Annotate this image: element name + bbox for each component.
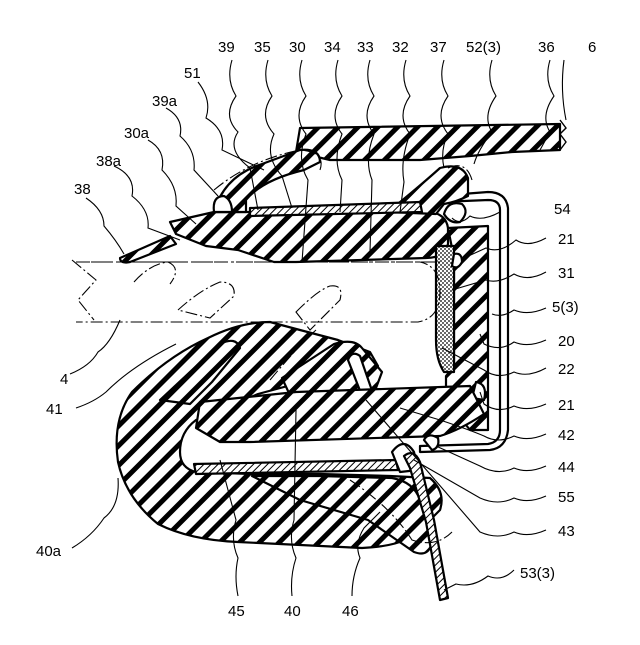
label-31: 31	[558, 265, 575, 282]
label-44: 44	[558, 459, 575, 476]
label-39a: 39a	[152, 93, 178, 110]
label-43: 43	[558, 523, 575, 540]
label-30: 30	[289, 39, 306, 56]
label-32: 32	[392, 39, 409, 56]
label-21-upper: 21	[558, 231, 575, 248]
label-37: 37	[430, 39, 447, 56]
label-22: 22	[558, 361, 575, 378]
label-45: 45	[228, 603, 245, 620]
label-54: 54	[554, 201, 571, 218]
label-40: 40	[284, 603, 301, 620]
label-38: 38	[74, 181, 91, 198]
label-36: 36	[538, 39, 555, 56]
label-55: 55	[558, 489, 575, 506]
label-4: 4	[60, 371, 68, 388]
label-53: 53(3)	[520, 565, 555, 582]
label-6: 6	[588, 39, 596, 56]
label-5: 5(3)	[552, 299, 579, 316]
label-30a: 30a	[124, 125, 150, 142]
label-20: 20	[558, 333, 575, 350]
label-35: 35	[254, 39, 271, 56]
label-46: 46	[342, 603, 359, 620]
label-21-lower: 21	[558, 397, 575, 414]
label-33: 33	[357, 39, 374, 56]
label-51: 51	[184, 65, 201, 82]
insert-45	[194, 460, 398, 474]
panel-6	[296, 120, 566, 160]
label-39: 39	[218, 39, 235, 56]
label-38a: 38a	[96, 153, 122, 170]
label-52: 52(3)	[466, 39, 501, 56]
label-34: 34	[324, 39, 341, 56]
label-41: 41	[46, 401, 63, 418]
label-40a: 40a	[36, 543, 62, 560]
label-42: 42	[558, 427, 575, 444]
